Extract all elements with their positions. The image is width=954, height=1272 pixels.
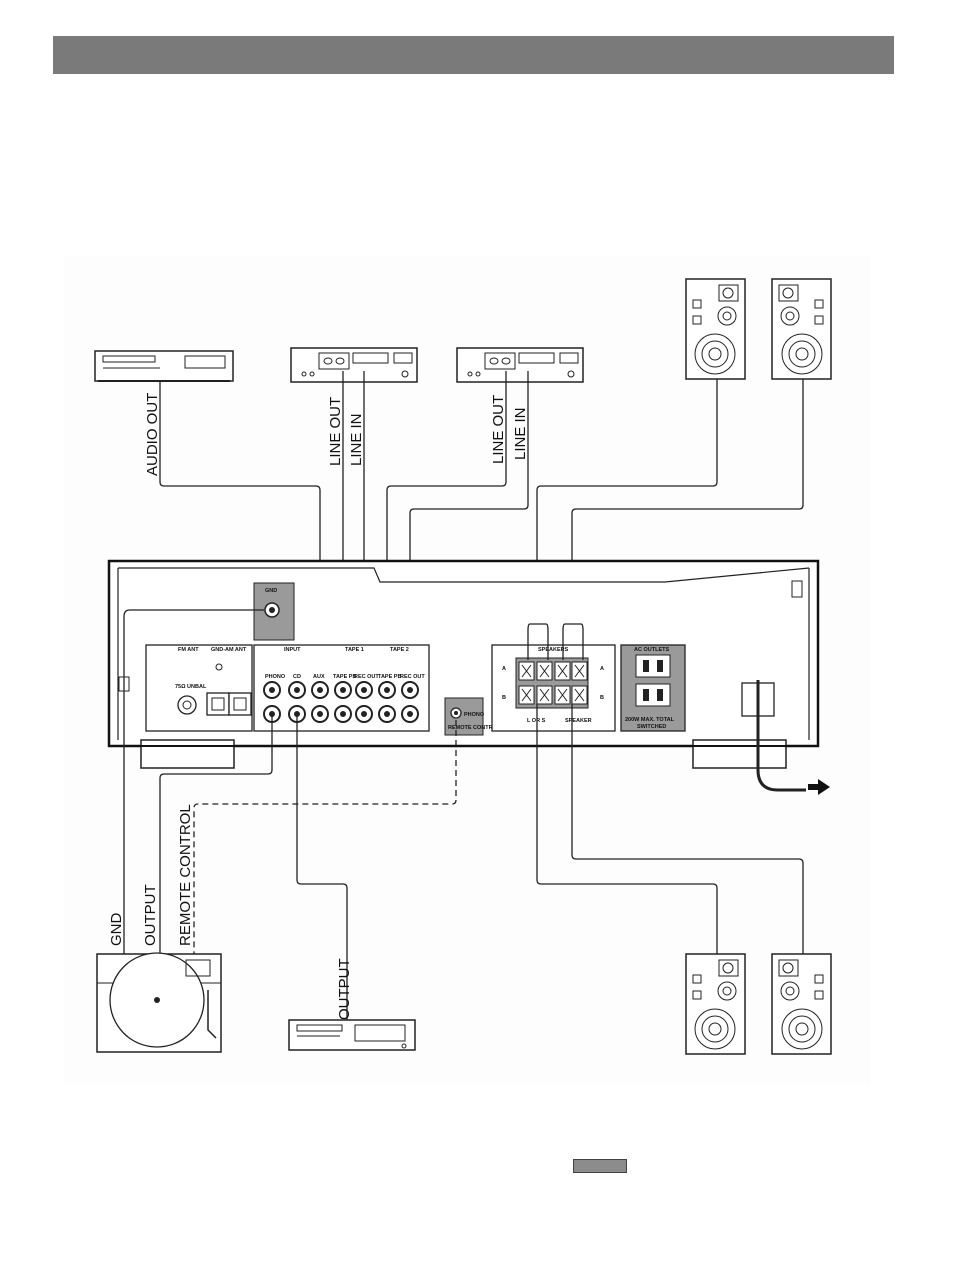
row-b-left: B: [502, 695, 506, 701]
speakers-label: SPEAKERS: [538, 647, 569, 653]
aux-jack-label: AUX: [313, 674, 325, 680]
wires-top: [159, 371, 804, 680]
turntable: [96, 952, 222, 1053]
deck-output-label: OUTPUT: [336, 958, 353, 1020]
speaker-top-left: [685, 278, 746, 380]
tape1-rec-label: REC OUT: [354, 674, 379, 680]
ac-switched-label: SWITCHED: [637, 724, 666, 730]
unbal-label: 75Ω UNBAL: [175, 684, 207, 690]
gnd-terminal-label: GND: [265, 588, 277, 594]
tape-deck-1: [290, 347, 418, 383]
tape2-pb-label: TAPE PB: [378, 674, 401, 680]
spk-note-right: SPEAKER: [565, 718, 592, 724]
speaker-bottom-right: [771, 953, 832, 1055]
remote-control-label: REMOTE CONTROL: [448, 725, 501, 731]
header-bar: [53, 36, 894, 74]
tape-deck-2: [456, 347, 584, 383]
cd-player: [94, 350, 234, 382]
tape2-rec-label: REC OUT: [400, 674, 425, 680]
tape2-line-in-label: LINE IN: [512, 407, 529, 460]
cd-audio-out-label: AUDIO OUT: [144, 393, 161, 476]
speaker-bottom-left: [685, 953, 746, 1055]
receiver-rear-panel: GND FM ANT GND-AM ANT 75Ω UNBAL INPUT TA…: [107, 559, 820, 769]
arrow-right-icon: [808, 779, 830, 795]
ac-rating-label: 200W MAX. TOTAL: [625, 717, 675, 723]
tape2-line-out-label: LINE OUT: [490, 395, 507, 464]
spk-note-left: L OR S: [527, 718, 546, 724]
speaker-top-right: [771, 278, 832, 380]
turntable-remote-label: REMOTE CONTROL: [177, 804, 194, 946]
turntable-output-label: OUTPUT: [142, 884, 159, 946]
cd-deck-bottom: [288, 1019, 416, 1051]
cd-jack-label: CD: [293, 674, 301, 680]
gnd-am-ant-label: GND-AM ANT: [211, 647, 247, 653]
turntable-gnd-label: GND: [108, 913, 125, 947]
row-a-left: A: [502, 666, 506, 672]
phono-jack-label: PHONO: [265, 674, 286, 680]
wires-bottom: [123, 609, 806, 1022]
row-b-right: B: [600, 695, 604, 701]
tape1-line-in-label: LINE IN: [348, 413, 365, 466]
input-label: INPUT: [284, 647, 301, 653]
remote-phono-label: PHONO: [464, 712, 485, 718]
legend-gray-swatch: [573, 1159, 627, 1173]
tape1-line-out-label: LINE OUT: [327, 397, 344, 466]
tape1-label: TAPE 1: [345, 647, 364, 653]
fm-ant-label: FM ANT: [178, 647, 199, 653]
row-a-right: A: [600, 666, 604, 672]
tape1-pb-label: TAPE PB: [333, 674, 356, 680]
tape2-label: TAPE 2: [390, 647, 409, 653]
ac-outlets-label: AC OUTLETS: [634, 647, 669, 653]
